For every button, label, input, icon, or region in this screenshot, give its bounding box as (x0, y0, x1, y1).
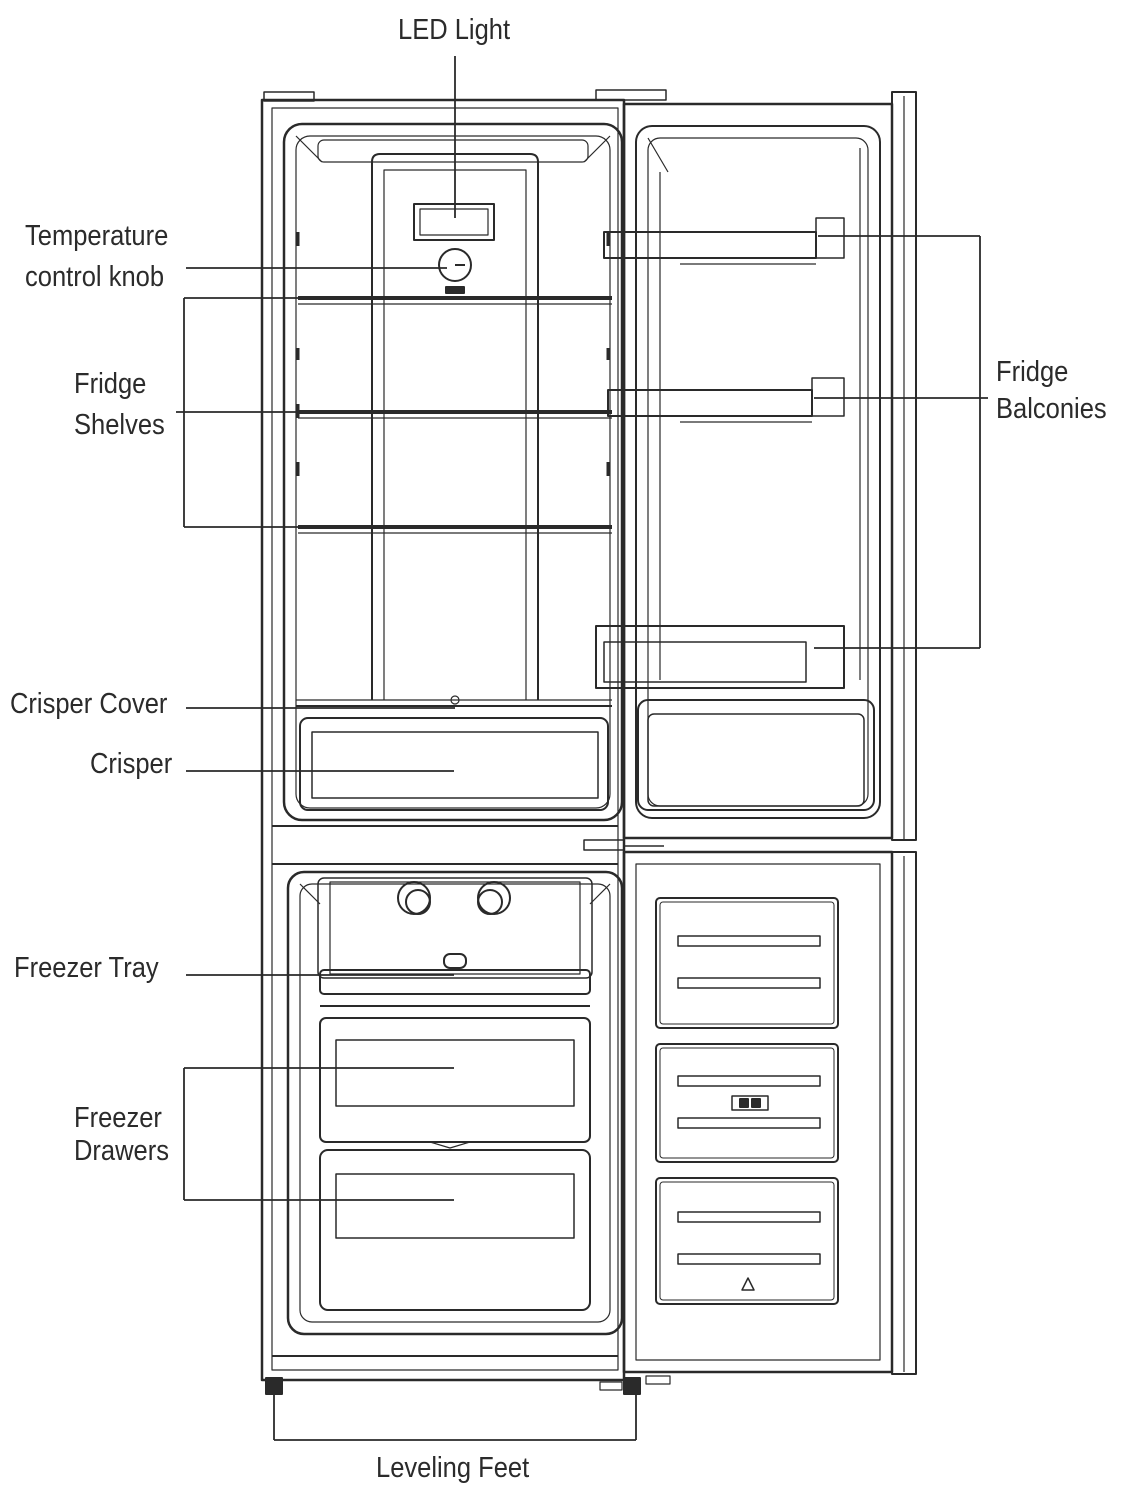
fridge-door (622, 91, 917, 841)
label-fridge-shelves: Fridge Shelves (74, 366, 165, 443)
label-fridge-balconies-line1: Fridge (996, 356, 1069, 388)
label-freezer-drawers-line2: Drawers (74, 1135, 170, 1167)
center-hinge (583, 839, 664, 851)
crisper-cover (296, 695, 612, 707)
fridge-balcony-middle (607, 377, 845, 423)
freezer-door-panel-1 (655, 897, 839, 1029)
freezer-door-panel-2 (655, 1043, 839, 1163)
label-temperature-line2: control knob (25, 261, 165, 293)
label-temperature-line1: Temperature (25, 220, 169, 252)
freezer-drawer-upper (319, 1017, 591, 1149)
label-fridge-balconies-line2: Balconies (996, 393, 1107, 425)
led-light (413, 203, 495, 241)
leader-lines (176, 56, 988, 1441)
label-crisper: Crisper (90, 748, 173, 780)
label-crisper-cover: Crisper Cover (10, 688, 168, 720)
label-fridge-shelves-line2: Shelves (74, 409, 165, 441)
freezer-door (622, 850, 917, 1385)
label-led-light: LED Light (398, 14, 511, 46)
fridge-door-bin (637, 699, 875, 811)
fridge-balcony-bottom (595, 625, 845, 689)
label-leveling-feet: Leveling Feet (376, 1452, 530, 1484)
freezer-tray (319, 969, 591, 1007)
fridge-shelves (298, 296, 612, 529)
rear-duct-panel (371, 153, 539, 700)
temperature-knob (438, 248, 472, 294)
label-freezer-drawers: Freezer Drawers (74, 1100, 169, 1169)
ice-maker-knobs (397, 881, 511, 969)
fridge-compartment (282, 122, 624, 822)
freezer-door-panel-3 (655, 1177, 839, 1305)
label-fridge-shelves-line1: Fridge (74, 368, 147, 400)
crisper-drawer (299, 717, 609, 811)
label-temperature-control-knob: Temperature control knob (25, 218, 168, 295)
cabinet-body (260, 89, 667, 1382)
cabinet-base (265, 1355, 641, 1395)
fridge-balcony-top (603, 217, 845, 265)
freezer-compartment (286, 870, 624, 1336)
label-freezer-tray: Freezer Tray (14, 952, 159, 984)
label-freezer-drawers-line1: Freezer (74, 1102, 162, 1134)
freezer-drawer-lower (319, 1149, 591, 1311)
label-fridge-balconies: Fridge Balconies (996, 354, 1107, 427)
